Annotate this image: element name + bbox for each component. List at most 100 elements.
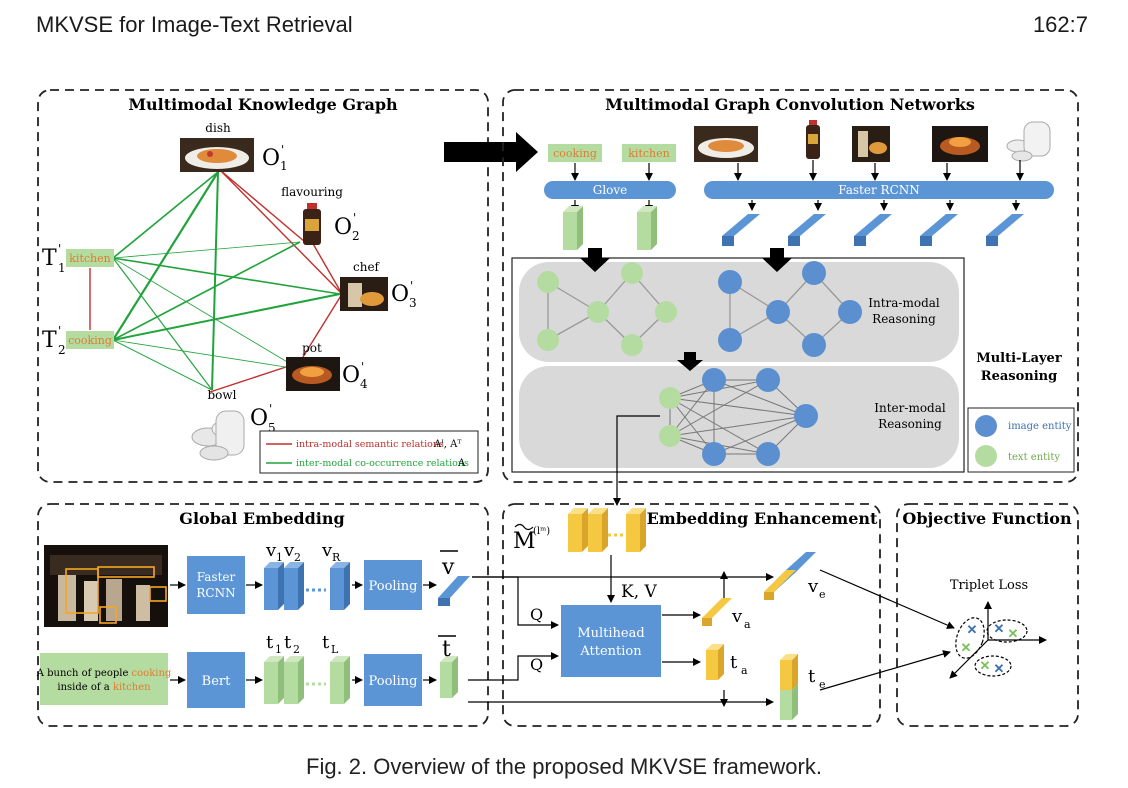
svg-text:v: v [265,540,277,561]
svg-text:1: 1 [275,643,282,656]
sentence-line-2: inside of a kitchen [57,682,151,693]
svg-text:': ' [281,143,284,157]
svg-text:v: v [321,540,333,561]
triplet-embedding-space [949,601,1047,679]
gcn-title: Multimodal Graph Convolution Networks [605,95,975,114]
gcn-panel [502,89,1079,483]
multi-layer-label-1: Multi-Layer [976,351,1062,366]
svg-text:4: 4 [360,377,368,391]
cooking-node-label: cooking [68,334,112,347]
multihead-attention-block [561,605,661,677]
va-vector [702,598,732,626]
o4-label: O'4 [342,360,368,391]
te-label: t [808,666,816,687]
faster-rcnn-label: Faster RCNN [838,183,920,197]
svg-text:L: L [331,643,339,656]
bowl-image [191,410,245,461]
cooking-node [66,331,114,349]
flavouring-label: flavouring [281,185,343,199]
svg-text:5: 5 [268,421,276,435]
o3-label: O'3 [391,279,417,310]
svg-text:T: T [42,328,57,353]
gcn-kitchen-token [622,144,676,162]
dish-label: dish [205,121,231,135]
legend-image-entity: image entity [1008,421,1072,432]
svg-text:': ' [361,360,364,374]
bowl-label: bowl [207,388,236,402]
triplet-markers: ✕✕ ✕✕ ✕✕ [961,622,1019,677]
o1-label: O'1 [262,143,288,173]
gcn-region-images [694,120,1051,162]
svg-text:t: t [266,632,274,653]
chef-image [340,277,388,311]
tbar-label: t [442,637,451,662]
faster-rcnn-encoder [704,181,1054,199]
kitchen-node [66,249,114,267]
svg-text:✕: ✕ [994,622,1005,637]
flavouring-image [303,203,321,245]
inter-relation-edges [112,171,341,391]
inter-graph-nodes [659,368,818,466]
gcn-cooking-label: cooking [553,147,597,160]
va-label: v [731,606,743,627]
chef-label: chef [353,260,381,274]
enhancement-panel [502,503,881,727]
svg-text:2: 2 [352,229,360,243]
kg-to-gcn-arrow [444,132,538,172]
vbar-label: v [441,555,455,580]
legend-text-entity: text entity [1008,452,1060,463]
global-faster-rcnn [187,556,245,614]
kg-legend [259,430,479,474]
legend-inter: inter-modal co-occurrence relations [296,458,469,469]
global-faster-label-1: Faster [197,570,236,584]
tbar-vector [440,656,458,698]
legend-inter-symbol: A [457,458,466,469]
text-pooling [364,654,422,706]
svg-text:R: R [332,551,341,564]
global-title: Global Embedding [179,509,344,528]
legend-intra: intra-modal semantic relations [296,439,444,450]
multihead-label-1: Multihead [577,626,644,641]
svg-text:✕: ✕ [1008,627,1019,642]
svg-text:v: v [283,540,295,561]
svg-text:': ' [410,279,413,293]
gcn-kitchen-label: kitchen [628,147,669,160]
gcn-cooking-token [548,144,602,162]
svg-text:a: a [744,618,751,631]
svg-text:T: T [42,246,57,271]
m-matrix-vectors [568,508,646,552]
triplet-loss-label: Triplet Loss [950,578,1028,593]
bert-encoder [187,652,245,708]
ta-label: t [730,652,738,673]
svg-text:✕: ✕ [967,623,978,638]
q-label-text: Q [530,655,543,674]
ta-vector [706,644,724,680]
multi-layer-label-2: Reasoning [981,369,1057,384]
word-vectors [264,656,350,704]
text-feature-vectors [563,206,657,250]
t2-label: T'2 [42,324,66,357]
global-faster-label-2: RCNN [196,586,235,600]
kitchen-scene-image [44,545,168,627]
o5-label: O'5 [250,402,276,435]
objective-panel [896,503,1079,727]
intra-image-nodes [718,261,862,357]
ve-label: v [807,576,819,597]
svg-text:1: 1 [276,551,283,564]
svg-text:2: 2 [293,643,300,656]
pot-label: pot [302,341,322,355]
gcn-input-arrows [571,160,1024,181]
inter-label-2: Reasoning [878,417,942,431]
m-superscript: (lᵐ) [533,526,550,537]
dish-image [180,138,254,172]
reasoning-box [511,257,965,473]
svg-text:t: t [284,632,292,653]
kitchen-node-label: kitchen [69,252,110,265]
pot-image [286,357,340,391]
kg-panel [37,89,489,483]
svg-text:1: 1 [58,261,66,275]
sentence-line-1: A bunch of people cooking [36,668,172,679]
m-label: M [513,529,536,554]
running-header-title: MKVSE for Image-Text Retrieval [36,12,353,37]
enhancement-title: Embedding Enhancement [647,509,878,528]
